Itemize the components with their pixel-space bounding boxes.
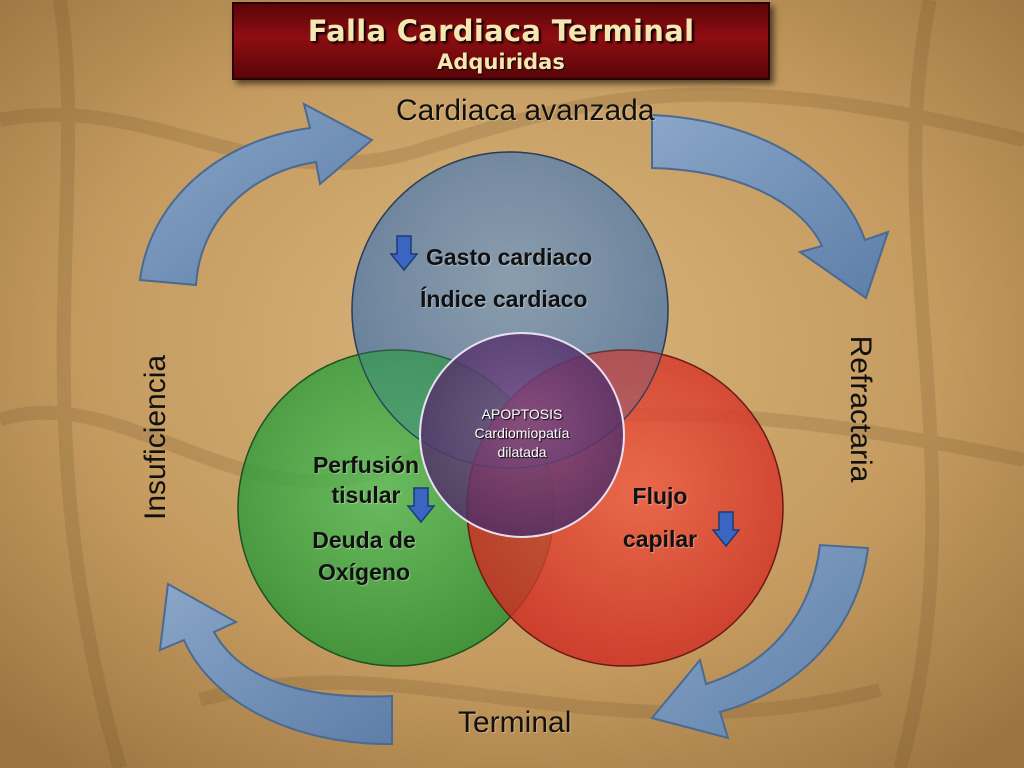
right-circle-line1: Flujo — [632, 483, 688, 509]
title-subtitle: Adquiridas — [437, 50, 565, 74]
title-main: Falla Cardiaca Terminal — [307, 14, 695, 48]
cycle-arrow-top-left — [138, 102, 374, 287]
center-circle-line2: Cardiomiopatía — [474, 425, 570, 441]
left-circle-line2: tisular — [331, 482, 401, 508]
cycle-arrow-bottom-left — [158, 582, 393, 746]
cycle-label-right: Refractaria — [844, 335, 877, 483]
down-arrow-icon — [406, 487, 436, 524]
cycle-arrow-bottom-right — [650, 543, 870, 740]
top-circle-line1: Gasto cardiaco — [426, 244, 593, 270]
left-circle-line3: Deuda de — [312, 527, 416, 553]
cycle-label-top: Cardiaca avanzada — [396, 94, 655, 127]
center-circle-line1: APOPTOSIS — [481, 406, 563, 422]
right-circle-line2: capilar — [622, 526, 698, 552]
cycle-arrow-top-right — [651, 113, 890, 300]
center-circle-line3: dilatada — [497, 444, 547, 460]
left-circle-line1: Perfusión — [312, 452, 420, 478]
left-circle-line4: Oxígeno — [317, 559, 410, 585]
cycle-label-left: Insuficiencia — [139, 354, 172, 520]
down-arrow-icon — [389, 235, 419, 272]
top-circle-line2: Índice cardiaco — [420, 286, 588, 312]
cycle-label-bottom: Terminal — [458, 706, 572, 739]
circle-center-purple — [419, 332, 625, 538]
title-banner: Falla Cardiaca Terminal Adquiridas — [232, 2, 770, 80]
down-arrow-icon — [711, 511, 741, 548]
